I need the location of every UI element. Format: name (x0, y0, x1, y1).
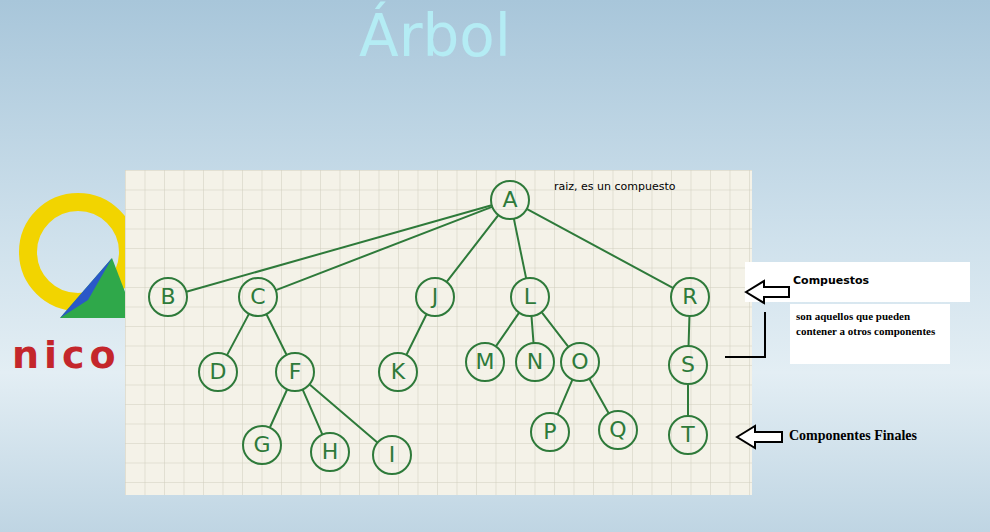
tree-branch (267, 315, 286, 354)
tree-branch (687, 385, 689, 415)
logo-triangle (60, 258, 135, 318)
tree-node-circle: O (560, 342, 600, 382)
node-letter: A (502, 189, 517, 211)
callout-heading: Componentes Finales (789, 428, 917, 444)
tree-node-circle: K (378, 352, 418, 392)
tree-branch (303, 390, 322, 433)
paper-sheet (125, 170, 752, 495)
node-letter: Q (609, 419, 626, 441)
tree-node-circle: Q (598, 410, 638, 450)
tree-node-circle: B (148, 277, 188, 317)
tree-branch (532, 317, 534, 342)
tree-node-circle: N (515, 342, 555, 382)
tree-branch (590, 379, 608, 412)
node-letter: D (210, 361, 227, 383)
note-background (745, 262, 970, 302)
tree-node-circle: F (275, 352, 315, 392)
tree-node-circle: L (510, 277, 550, 317)
tree-node-circle: I (372, 435, 412, 475)
logo-text: nico (12, 333, 121, 377)
tree-branch (227, 315, 248, 355)
node-letter: H (322, 441, 339, 463)
tree-node-circle: C (238, 277, 278, 317)
node-letter: F (289, 361, 302, 383)
bracket-line (725, 312, 765, 357)
tree-node-circle: D (198, 352, 238, 392)
node-letter: S (681, 354, 695, 376)
tree-node-circle: H (310, 432, 350, 472)
root-note: raiz, es un compuesto (554, 180, 676, 193)
paper-grid (125, 170, 752, 495)
tree-branch (407, 315, 426, 354)
node-letter: I (389, 444, 396, 466)
page-title: Árbol (359, 2, 511, 70)
node-letter: G (253, 434, 270, 456)
node-letter: L (524, 286, 536, 308)
tree-node-circle: M (465, 342, 505, 382)
hollow-arrow (746, 281, 789, 303)
logo-triangle-side (60, 258, 112, 318)
tree-node-circle: R (670, 277, 710, 317)
node-letter: K (391, 361, 405, 383)
tree-branch (528, 209, 673, 287)
tree-branch (270, 390, 287, 427)
callout-heading: Compuestos (793, 274, 869, 287)
tree-node-circle: A (490, 180, 530, 220)
tree-branch (447, 216, 498, 281)
node-letter: R (682, 286, 697, 308)
callout-note: son aquellos que pueden contener a otros… (796, 309, 948, 339)
node-letter: N (527, 351, 543, 373)
node-letter: P (543, 421, 556, 443)
tree-node-circle: T (668, 415, 708, 455)
node-letter: T (681, 424, 694, 446)
tree-node-circle: J (415, 277, 455, 317)
tree-branch (277, 207, 492, 290)
tree-branch (688, 317, 691, 345)
tree-branch (496, 313, 518, 345)
node-letter: O (571, 351, 588, 373)
node-letter: J (432, 286, 439, 308)
node-letter: B (160, 286, 175, 308)
tree-node-circle: P (530, 412, 570, 452)
tree-branch (187, 205, 491, 291)
note-background (790, 304, 950, 364)
tree-node-circle: S (668, 345, 708, 385)
tree-branch (558, 380, 572, 413)
tree-node-circle: G (242, 425, 282, 465)
node-letter: C (250, 286, 265, 308)
node-letter: M (476, 351, 495, 373)
hollow-arrow (737, 426, 782, 448)
tree-branch (542, 313, 568, 346)
tree-branch (514, 220, 526, 278)
